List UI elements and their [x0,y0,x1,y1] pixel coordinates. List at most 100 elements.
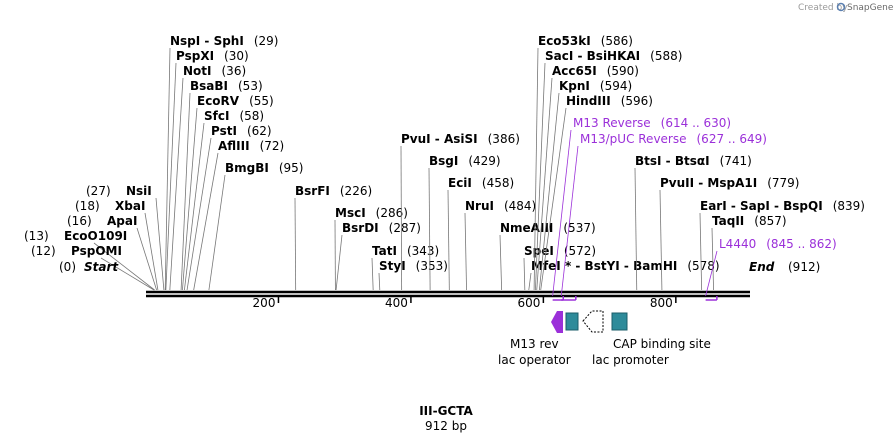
site-position: (58) [239,109,264,123]
site-name[interactable]: EcoRV [197,94,240,108]
restriction-site[interactable]: EciI(458) [447,176,514,291]
site-name[interactable]: MscI [335,206,366,220]
site-name[interactable]: HindIII [566,94,611,108]
restriction-site[interactable]: PvuI - AsiSI(386) [400,132,520,291]
site-leader-line [447,189,450,291]
site-position: (36) [222,64,247,78]
site-name[interactable]: BsrDI [342,221,379,235]
site-leader-line [699,212,703,291]
primer-annotation[interactable]: M13 Reverse(614 .. 630) [552,116,731,301]
site-name[interactable]: TaqII [712,214,744,228]
primer-annotation[interactable]: M13/pUC Reverse (627 .. 649) [560,132,767,301]
site-name[interactable]: TatI [372,244,397,258]
site-name[interactable]: MfeI * - BstYI - BamHI [531,259,677,273]
site-name[interactable]: PspOMI [71,244,122,258]
restriction-site[interactable]: NmeAIII(537) [499,221,596,291]
m13-rev-arrow-icon[interactable] [551,311,563,333]
dna-backbone[interactable] [146,290,750,298]
restriction-site[interactable]: SfcI (58) [184,109,264,291]
feature-m13-rev[interactable] [551,311,563,333]
site-leader-line [169,77,184,291]
restriction-site[interactable]: AflIII (72) [193,139,285,291]
site-name[interactable]: EarI - SapI - BspQI [700,199,823,213]
restriction-site[interactable]: PspXI (30) [165,49,249,291]
site-name[interactable]: NspI - SphI [170,34,244,48]
start-position-label: (0) [59,260,76,274]
site-name[interactable]: AflIII [218,139,250,153]
lac-operator-box[interactable] [565,312,579,331]
primer-range: (627 .. 649) [697,132,767,146]
site-position: (30) [224,49,249,63]
site-name[interactable]: PspXI [176,49,214,63]
site-name[interactable]: Acc65I [552,64,597,78]
site-name[interactable]: StyI [379,259,406,273]
site-leader-line [180,92,191,291]
site-name[interactable]: Eco53kI [538,34,591,48]
site-name[interactable]: SfcI [204,109,229,123]
site-name[interactable]: PstI [211,124,237,138]
site-name[interactable]: BsgI [429,154,458,168]
site-name[interactable]: NotI [183,64,212,78]
site-name[interactable]: BmgBI [225,161,269,175]
site-leader-line [371,257,374,291]
cap-binding-site-box[interactable] [611,312,628,331]
plasmid-name: III-GCTA [419,404,473,418]
restriction-site[interactable]: PstI (62) [186,124,272,291]
restriction-site[interactable]: (18)XbaI [75,199,159,291]
site-name[interactable]: KpnI [559,79,590,93]
primer-annotation[interactable]: L4440(845 .. 862) [705,237,837,301]
restriction-site[interactable]: TatI (343) [371,244,439,291]
restriction-site[interactable]: EarI - SapI - BspQI(839) [699,199,865,291]
restriction-site[interactable]: (27)NsiI [86,184,165,291]
primer-name[interactable]: M13 Reverse [573,116,651,130]
site-name[interactable]: ApaI [107,214,137,228]
restriction-site[interactable]: Eco53kI(586) [533,34,633,291]
restriction-site[interactable]: PvuII - MspA1I(779) [659,176,799,291]
restriction-site[interactable]: BsrFI(226) [294,184,372,291]
restriction-site[interactable]: NspI - SphI(29) [164,34,278,291]
site-name[interactable]: PvuI - AsiSI [401,132,478,146]
end-position-label: (912) [788,260,820,274]
end-label: End [749,260,775,274]
primer-name[interactable]: L4440 [719,237,756,251]
restriction-site[interactable]: StyI(353) [378,259,448,291]
primer-name[interactable]: M13/pUC Reverse [580,132,687,146]
lac-promoter-arrow-icon[interactable] [582,310,604,333]
restriction-site[interactable]: (13)EcoO109I [24,229,155,291]
restriction-site[interactable]: MscI(286) [334,206,408,291]
restriction-site[interactable]: TaqII(857) [711,214,787,291]
site-position: (588) [650,49,682,63]
restriction-site[interactable]: BsrDI(287) [335,221,421,291]
site-name[interactable]: XbaI [115,199,145,213]
site-name[interactable]: BsaBI [190,79,228,93]
site-name[interactable]: PvuII - MspA1I [660,176,757,190]
site-name[interactable]: EciI [448,176,472,190]
restriction-site[interactable]: (12)PspOMI [31,244,155,291]
site-position: (343) [407,244,439,258]
site-name[interactable]: EcoO109I [64,229,127,243]
site-name[interactable]: NmeAIII [500,221,553,235]
feature-label-m13-rev: M13 rev [510,337,559,351]
restriction-site[interactable]: MfeI * - BstYI - BamHI(578) [528,259,720,291]
site-name[interactable]: BtsI - BtsαI [635,154,710,168]
feature-label-lac-operator: lac operator [498,353,571,367]
restriction-site[interactable]: NruI(484) [464,199,536,291]
site-position: (72) [260,139,285,153]
restriction-site[interactable]: (16)ApaI [67,214,157,291]
site-name[interactable]: NsiI [126,184,152,198]
restriction-site[interactable]: BsaBI(53) [180,79,263,291]
restriction-site[interactable]: NotI (36) [169,64,247,291]
site-name[interactable]: BsrFI [295,184,330,198]
restriction-site[interactable]: KpnI(594) [538,79,632,291]
restriction-site[interactable]: EcoRV(55) [182,94,274,291]
site-name[interactable]: SacI - BsiHKAI [545,49,640,63]
restriction-site[interactable]: SacI - BsiHKAI (588) [535,49,682,291]
restriction-site[interactable]: Acc65I(590) [536,64,639,291]
restriction-site[interactable]: BsgI(429) [428,154,501,291]
site-name[interactable]: NruI [465,199,494,213]
restriction-site[interactable]: HindIII (596) [540,94,653,291]
restriction-site[interactable]: BmgBI(95) [208,161,304,291]
site-position: (596) [621,94,653,108]
site-position: (62) [247,124,272,138]
restriction-site[interactable]: BtsI - BtsαI(741) [634,154,752,291]
